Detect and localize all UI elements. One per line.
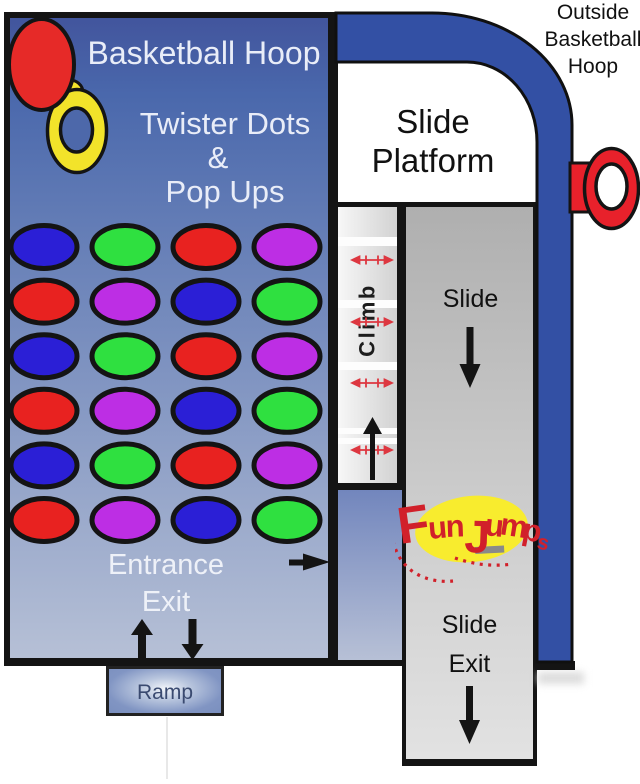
svg-text:J: J bbox=[464, 510, 491, 563]
svg-text:n: n bbox=[445, 508, 465, 544]
svg-text:u: u bbox=[427, 509, 449, 546]
svg-text:u: u bbox=[483, 507, 505, 544]
svg-text:s: s bbox=[535, 530, 552, 555]
svg-text:m: m bbox=[498, 506, 531, 545]
